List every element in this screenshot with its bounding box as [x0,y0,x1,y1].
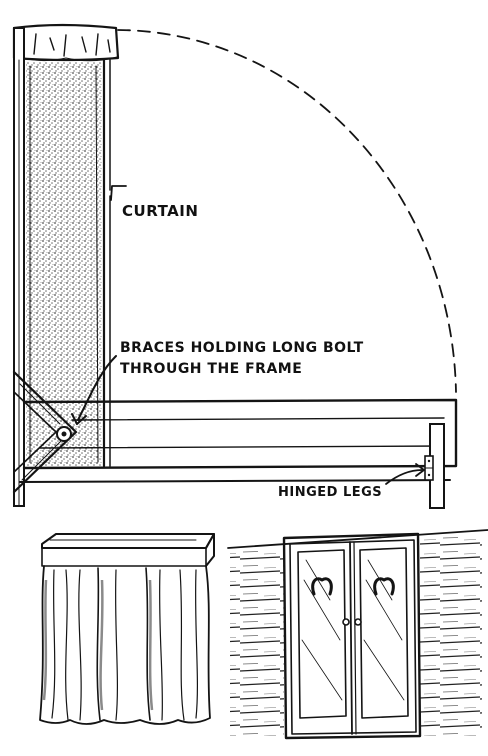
door-knob-right [355,619,361,625]
siding-left [230,546,284,736]
wall-with-doors [228,530,488,738]
braces-label-line2: THROUGH THE FRAME [120,361,302,377]
hinged-leg [425,424,444,508]
door-knob-left [343,619,349,625]
door-panel-left [298,550,346,718]
siding-right [420,532,482,736]
curtained-cabinet [40,534,214,724]
hinged-legs-label: HINGED LEGS [278,485,382,500]
braces-label-line1: BRACES HOLDING LONG BOLT [120,340,364,356]
hinged-legs-leader [386,470,422,484]
upright-frame [14,25,456,508]
curtain-label: CURTAIN [122,202,198,220]
door-panel-right [360,548,408,718]
curtain-leader [111,186,126,200]
curtain-fabric [26,62,102,466]
curtain-valance [14,25,118,61]
